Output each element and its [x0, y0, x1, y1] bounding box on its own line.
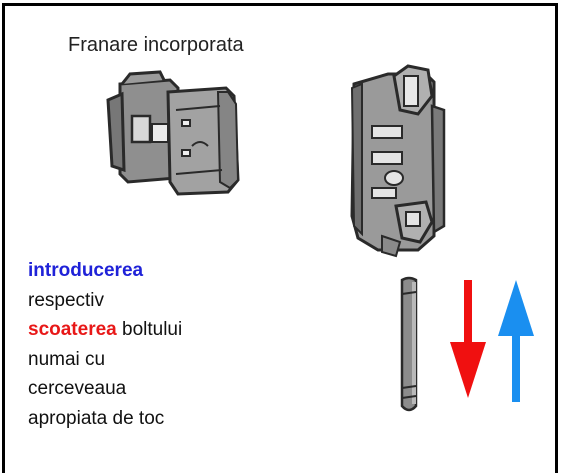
highlight-scoaterea: scoaterea: [28, 319, 117, 340]
description-line-3-rest: boltului: [116, 319, 183, 340]
arrow-down-icon: [450, 280, 486, 398]
highlight-introducerea: introducerea: [28, 260, 144, 281]
arrow-up-icon: [498, 280, 534, 402]
description-line-1: introducerea: [28, 256, 182, 286]
description-line-6: apropiata de toc: [28, 407, 165, 429]
description-line-4: numai cu: [28, 348, 106, 370]
diagram-frame: [2, 3, 558, 473]
description-line-3: scoaterea boltului: [28, 315, 182, 345]
description-text: introducerea respectiv scoaterea boltulu…: [28, 256, 182, 433]
hinge-pin-icon: [400, 276, 418, 412]
diagram-title: Franare incorporata: [68, 34, 244, 56]
hinge-vertical-icon: [350, 64, 446, 258]
hinge-flat-icon: [106, 70, 240, 196]
description-line-5: cerceveaua: [28, 378, 127, 399]
description-line-2: respectiv: [28, 289, 105, 311]
